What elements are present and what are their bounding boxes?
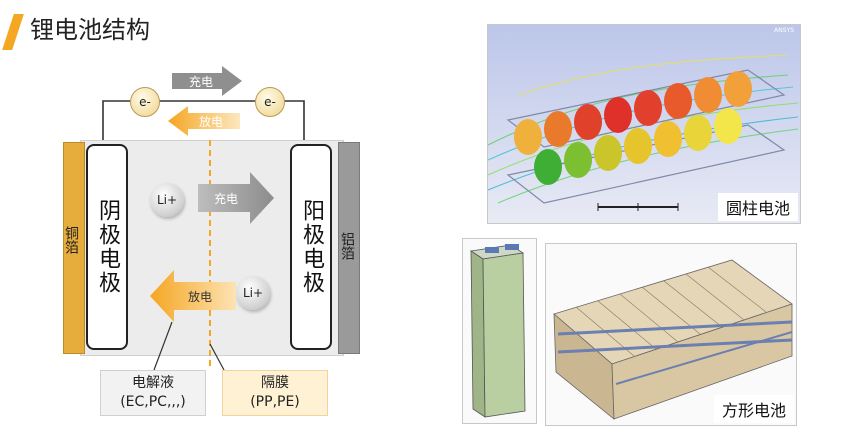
electrolyte-name: 电解液 bbox=[132, 375, 174, 391]
cylindrical-battery-render bbox=[488, 25, 800, 223]
anode-label: 阴极电极 bbox=[95, 199, 120, 295]
top-charge-label: 充电 bbox=[188, 74, 213, 89]
cathode-electrode: 阳极电极 bbox=[290, 144, 332, 350]
electrolyte-detail: (EC,PC,,,) bbox=[120, 394, 186, 410]
mid-discharge-arrow bbox=[150, 270, 236, 322]
separator-label-box: 隔膜 (PP,PE) bbox=[222, 370, 328, 416]
prismatic-caption: 方形电池 bbox=[713, 395, 794, 423]
top-discharge-label: 放电 bbox=[198, 114, 223, 129]
lithium-ion-top: Li+ bbox=[150, 183, 184, 217]
prismatic-cell-image bbox=[462, 238, 537, 424]
electrolyte-label-box: 电解液 (EC,PC,,,) bbox=[100, 370, 206, 416]
mid-charge-label: 充电 bbox=[213, 191, 238, 206]
anode-electrode: 阴极电极 bbox=[86, 144, 128, 350]
separator-detail: (PP,PE) bbox=[250, 394, 300, 410]
top-charge-arrow bbox=[172, 66, 242, 96]
separator-name: 隔膜 bbox=[261, 375, 289, 391]
copper-foil-label: 铜箔 bbox=[63, 226, 79, 254]
top-discharge-arrow bbox=[168, 106, 240, 136]
cylindrical-battery-image: ANSYS 圆柱电池 bbox=[487, 24, 801, 224]
cylindrical-caption: 圆柱电池 bbox=[717, 193, 798, 221]
prismatic-module-image: 方形电池 bbox=[545, 243, 797, 426]
electron-left: e- bbox=[130, 87, 160, 117]
mid-charge-arrow bbox=[198, 172, 274, 224]
page-title: 锂电池结构 bbox=[30, 16, 150, 44]
mid-discharge-label: 放电 bbox=[187, 289, 212, 304]
copper-foil bbox=[63, 142, 85, 354]
lithium-ion-bottom: Li+ bbox=[236, 276, 270, 310]
prismatic-cell-render bbox=[469, 244, 526, 418]
prismatic-module-render bbox=[553, 259, 793, 420]
aluminum-foil bbox=[338, 142, 360, 354]
cathode-label: 阳极电极 bbox=[299, 199, 324, 295]
label-leader-lines bbox=[153, 321, 225, 371]
electron-right: e- bbox=[255, 87, 285, 117]
aluminum-foil-label: 铝箔 bbox=[339, 232, 355, 260]
simulation-logo: ANSYS bbox=[774, 27, 794, 34]
external-circuit-wire bbox=[102, 100, 305, 142]
separator-line bbox=[209, 140, 211, 366]
